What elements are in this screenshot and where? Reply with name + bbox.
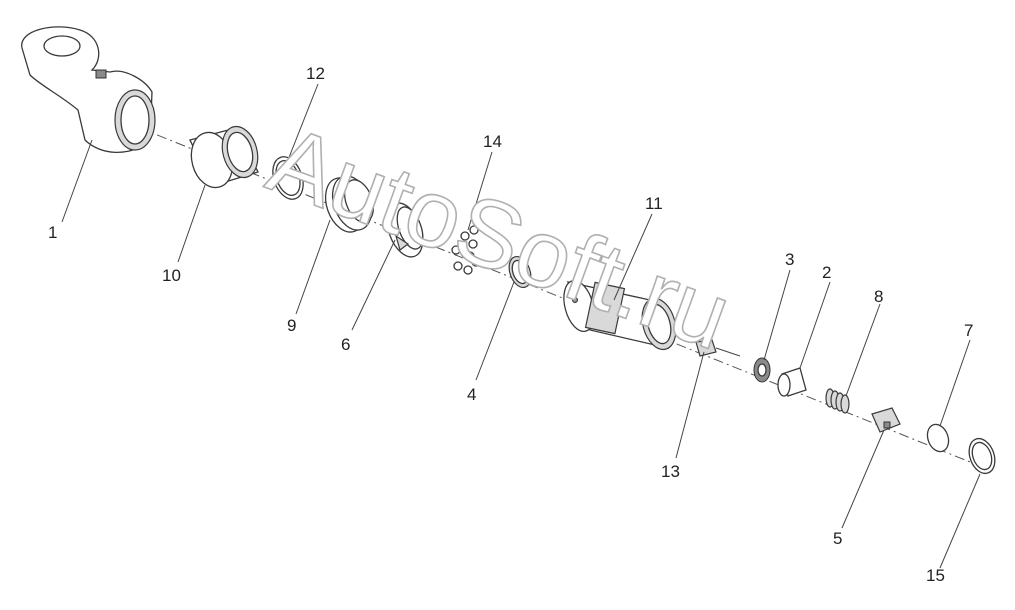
part-5-clip	[871, 407, 901, 433]
callout-12: 12	[306, 64, 325, 83]
callout-3: 3	[785, 250, 794, 269]
leader-15	[939, 473, 981, 569]
callout-7: 7	[964, 321, 973, 340]
leader-6	[351, 239, 396, 331]
callout-5: 5	[833, 529, 842, 548]
part-14-balls	[451, 225, 481, 275]
part-6-cage	[386, 202, 424, 258]
leader-13	[675, 351, 705, 459]
part-3-nut	[753, 357, 771, 383]
callout-13: 13	[661, 462, 680, 481]
leader-4	[475, 281, 515, 381]
part-1-yoke	[21, 26, 156, 153]
leader-12	[287, 83, 319, 161]
callout-8: 8	[874, 287, 883, 306]
leader-7	[939, 339, 971, 427]
callout-10: 10	[162, 266, 181, 285]
part-7-retaining-ring	[926, 423, 950, 453]
part-9-coil-ring	[324, 175, 374, 233]
leader-lines	[61, 83, 981, 569]
leader-8	[845, 303, 881, 397]
part-4-ring	[508, 255, 532, 289]
callout-labels: 1 2 3 4 5 6 7 8 9 10 11 12 13 14 15	[48, 64, 973, 585]
part-15-o-ring	[968, 437, 996, 475]
part-8-spring	[825, 388, 850, 414]
part-11-housing	[563, 279, 677, 351]
part-2-plug	[777, 367, 807, 397]
callout-11: 11	[645, 194, 663, 213]
leader-3	[763, 269, 791, 361]
callout-15: 15	[926, 566, 945, 585]
part-13-pin	[695, 339, 741, 357]
leader-2	[799, 281, 831, 369]
part-10-bushing	[189, 125, 259, 189]
leader-5	[841, 429, 885, 529]
leader-11	[613, 213, 653, 301]
callout-14: 14	[483, 132, 502, 151]
leader-1	[61, 139, 93, 223]
callout-9: 9	[287, 316, 296, 335]
leader-14	[467, 151, 493, 231]
leader-9	[295, 219, 331, 315]
callout-6: 6	[341, 335, 350, 354]
callout-4: 4	[467, 385, 476, 404]
part-12-ring-inner	[275, 160, 301, 196]
callout-2: 2	[822, 263, 831, 282]
leader-10	[177, 184, 206, 263]
callout-1: 1	[48, 223, 57, 242]
